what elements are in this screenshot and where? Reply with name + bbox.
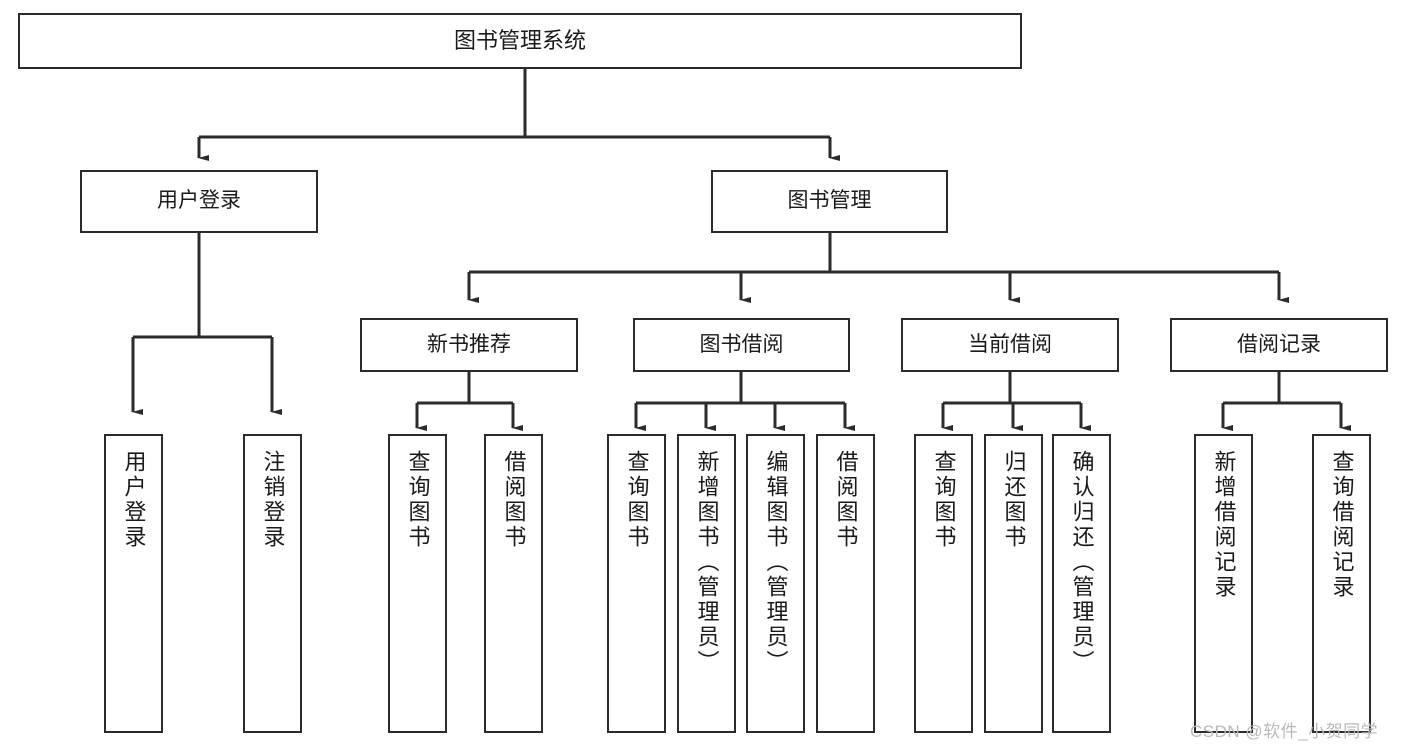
node-borrow-record-label: 借阅记录 <box>1237 332 1321 356</box>
node-leaf-user-logout[interactable]: 注销登录 <box>243 434 302 733</box>
node-leaf-borrow-book-1[interactable]: 借阅图书 <box>484 434 543 733</box>
node-leaf-borrow-book-1-label: 借阅图书 <box>501 450 527 550</box>
node-book-borrow[interactable]: 图书借阅 <box>633 318 850 372</box>
node-leaf-query-book-1-label: 查询图书 <box>405 450 431 550</box>
node-root[interactable]: 图书管理系统 <box>18 13 1022 69</box>
node-leaf-query-book-3[interactable]: 查询图书 <box>914 434 973 733</box>
node-leaf-borrow-book-2[interactable]: 借阅图书 <box>816 434 875 733</box>
node-leaf-return-book-label: 归还图书 <box>1001 450 1027 550</box>
node-leaf-query-record-label: 查询借阅记录 <box>1329 450 1355 600</box>
node-leaf-user-login-label: 用户登录 <box>121 450 147 550</box>
node-leaf-confirm-return-label: 确认归还（管理员） <box>1069 450 1095 675</box>
node-leaf-add-book[interactable]: 新增图书（管理员） <box>677 434 736 733</box>
node-current-borrow[interactable]: 当前借阅 <box>901 318 1119 372</box>
node-leaf-confirm-return[interactable]: 确认归还（管理员） <box>1052 434 1111 733</box>
node-leaf-add-record[interactable]: 新增借阅记录 <box>1194 434 1253 733</box>
node-leaf-query-record[interactable]: 查询借阅记录 <box>1312 434 1371 733</box>
node-leaf-edit-book-label: 编辑图书（管理员） <box>763 450 789 675</box>
node-user-login-label: 用户登录 <box>157 189 241 213</box>
node-leaf-add-record-label: 新增借阅记录 <box>1211 450 1237 600</box>
node-leaf-edit-book[interactable]: 编辑图书（管理员） <box>746 434 805 733</box>
node-book-manage[interactable]: 图书管理 <box>711 170 948 233</box>
node-new-book-rec-label: 新书推荐 <box>427 332 511 356</box>
node-leaf-borrow-book-2-label: 借阅图书 <box>833 450 859 550</box>
node-leaf-user-login[interactable]: 用户登录 <box>104 434 163 733</box>
node-borrow-record[interactable]: 借阅记录 <box>1170 318 1388 372</box>
node-leaf-query-book-2-label: 查询图书 <box>624 450 650 550</box>
node-book-borrow-label: 图书借阅 <box>699 332 784 356</box>
node-leaf-query-book-2[interactable]: 查询图书 <box>607 434 666 733</box>
node-leaf-query-book-1[interactable]: 查询图书 <box>388 434 447 733</box>
node-root-label: 图书管理系统 <box>453 28 586 54</box>
node-new-book-rec[interactable]: 新书推荐 <box>360 318 578 372</box>
node-leaf-return-book[interactable]: 归还图书 <box>984 434 1043 733</box>
node-leaf-user-logout-label: 注销登录 <box>260 450 286 550</box>
node-leaf-add-book-label: 新增图书（管理员） <box>694 450 720 675</box>
node-leaf-query-book-3-label: 查询图书 <box>931 450 957 550</box>
node-book-manage-label: 图书管理 <box>787 189 872 213</box>
node-user-login[interactable]: 用户登录 <box>80 170 318 233</box>
node-current-borrow-label: 当前借阅 <box>968 332 1052 356</box>
